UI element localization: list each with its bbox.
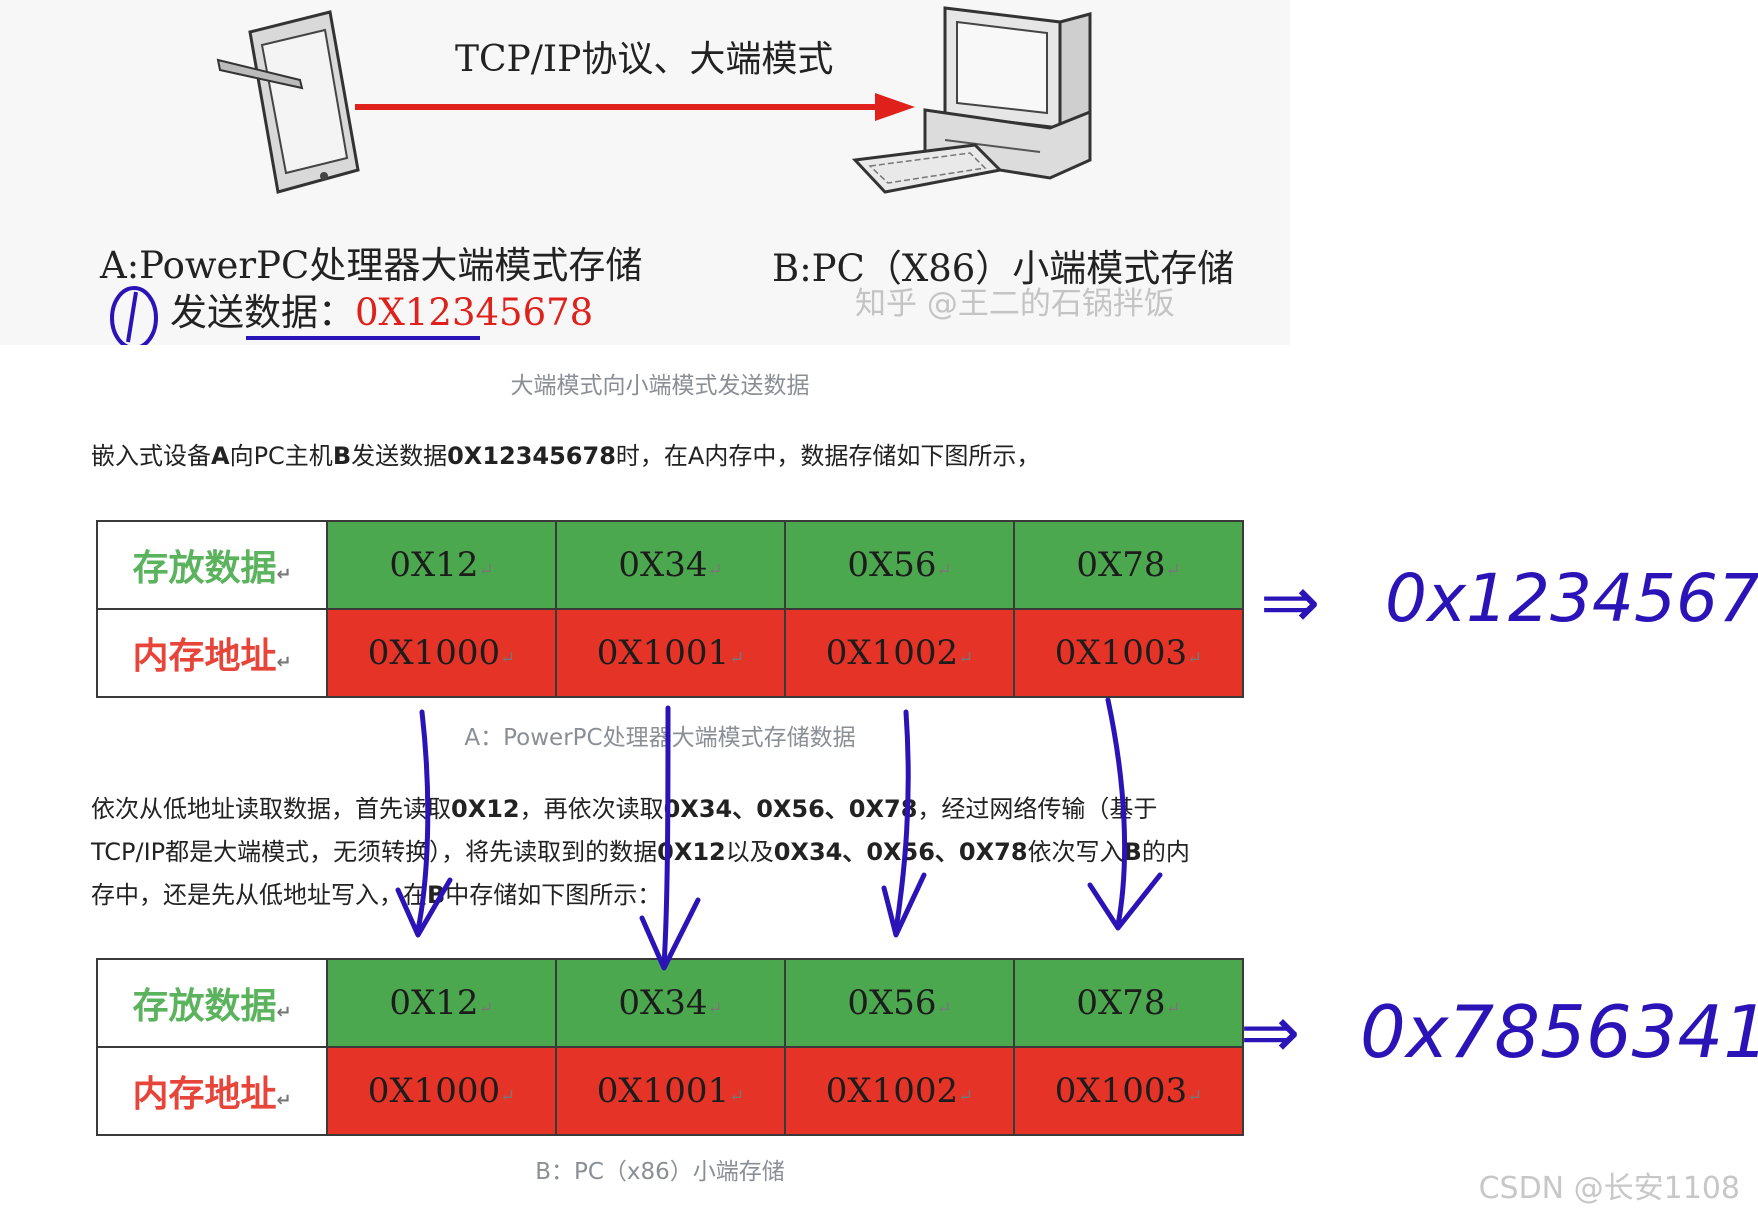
down-arrow-3 bbox=[896, 712, 908, 930]
down-arrow-2 bbox=[664, 708, 668, 965]
down-arrow-1 bbox=[418, 712, 428, 930]
down-arrow-2-head bbox=[642, 900, 698, 968]
csdn-watermark: CSDN @长安1108 bbox=[1479, 1163, 1740, 1207]
down-arrow-4 bbox=[1108, 700, 1125, 925]
